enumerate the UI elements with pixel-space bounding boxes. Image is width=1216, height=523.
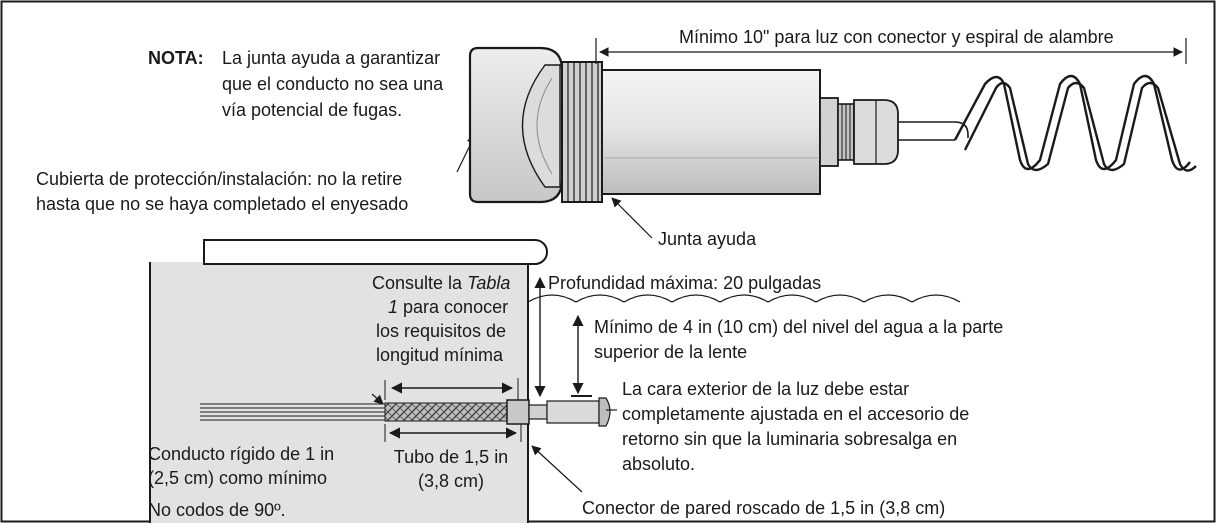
collar-threads bbox=[567, 62, 599, 202]
table-ref-text-a: Consulte la bbox=[372, 273, 468, 293]
max-depth-label: Profundidad máxima: 20 pulgadas bbox=[548, 273, 822, 293]
note-title: NOTA: bbox=[148, 48, 204, 68]
conduit-label-line-2: (2,5 cm) como mínimo bbox=[148, 468, 328, 488]
cord-grip-thread-lines bbox=[841, 104, 851, 160]
face-label-line-2: completamente ajustada en el accesorio d… bbox=[622, 404, 970, 424]
note-line-1: La junta ayuda a garantizar bbox=[222, 48, 441, 68]
min-water-line-1: Mínimo de 4 in (10 cm) del nivel del agu… bbox=[594, 317, 1004, 337]
face-label-line-1: La cara exterior de la luz debe estar bbox=[622, 379, 910, 399]
connector-label: Conector de pared roscado de 1,5 in (3,8… bbox=[582, 498, 946, 518]
tube-label-line-1: Tubo de 1,5 in bbox=[393, 447, 509, 467]
threaded-collar bbox=[561, 61, 603, 203]
light-body bbox=[601, 69, 821, 195]
no-elbows-label: No codos de 90º. bbox=[148, 500, 286, 520]
wire-coil bbox=[953, 74, 1197, 172]
cover-lens-ring bbox=[521, 64, 561, 188]
face-label-line-3: retorno sin que la luminaria sobresalga … bbox=[622, 429, 958, 449]
cover-label-line-1: Cubierta de protección/instalación: no l… bbox=[36, 169, 403, 189]
face-label-line-4: absoluto. bbox=[622, 454, 696, 474]
fitting-body bbox=[546, 400, 600, 424]
braided-tube bbox=[384, 402, 508, 422]
table-ref-line-3: los requisitos de bbox=[376, 321, 507, 341]
min-water-line-2: superior de la lente bbox=[594, 342, 748, 362]
table-ref-text-d: para conocer bbox=[398, 297, 509, 317]
table-ref-line-4: longitud mínima bbox=[376, 345, 504, 365]
water-surface-wave bbox=[527, 294, 961, 303]
cover-lens-ring-inner bbox=[536, 77, 553, 175]
tube-label-line-2: (3,8 cm) bbox=[417, 471, 484, 491]
conduit-label-line-1: Conducto rígido de 1 in bbox=[148, 444, 335, 464]
gasket-label: Junta ayuda bbox=[658, 229, 757, 249]
note-line-3: vía potencial de fugas. bbox=[222, 100, 403, 120]
table-ref-text-b: Tabla bbox=[467, 273, 511, 293]
conduit-leader bbox=[371, 393, 384, 405]
fitting-neck bbox=[528, 404, 548, 420]
min-length-label: Mínimo 10" para luz con conector y espir… bbox=[675, 26, 1118, 48]
wall-connector-body bbox=[506, 399, 530, 425]
note-line-2: que el conducto no sea una bbox=[222, 74, 444, 94]
pool-coping bbox=[203, 239, 548, 265]
small-light-lens bbox=[598, 397, 611, 427]
power-cord bbox=[898, 121, 969, 138]
table-ref-line-2: 1 para conocer bbox=[388, 296, 508, 318]
table-ref-text-c: 1 bbox=[388, 297, 399, 317]
gasket-leader bbox=[611, 197, 653, 239]
connector-leader bbox=[531, 445, 583, 493]
table-ref-line-1: Consulte la Tabla bbox=[372, 272, 510, 294]
light-neck bbox=[819, 97, 839, 167]
cover-label-line-2: hasta que no se haya completado el enyes… bbox=[36, 194, 409, 214]
